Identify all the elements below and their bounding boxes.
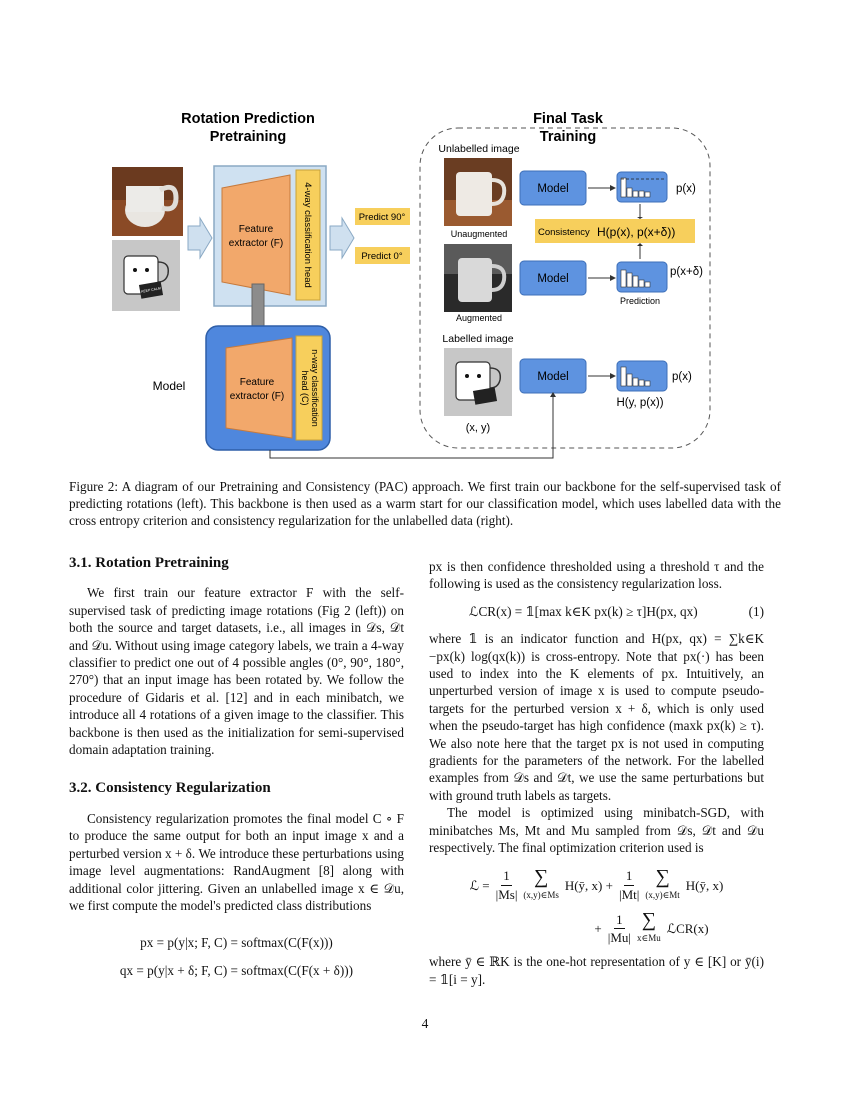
eq-final-sum-3: ∑ x∈Mu <box>637 910 661 947</box>
feature-extractor-bottom-line1: Feature <box>240 377 275 388</box>
px-label: p(x) <box>676 183 696 195</box>
final-training-container <box>419 127 711 449</box>
unaugmented-label: Unaugmented <box>451 229 508 239</box>
px-delta-label: p(x+δ) <box>670 266 703 278</box>
model-box-2-label: Model <box>537 273 568 285</box>
mug-sign-text: KEEP CALM <box>141 286 161 293</box>
px-labelled-label: p(x) <box>672 371 692 383</box>
unlabelled-image-label: Unlabelled image <box>438 143 519 155</box>
mug-cartoon-labelled <box>444 348 512 416</box>
eq-final-term-2: H(ȳ, x) <box>685 877 724 893</box>
labelled-image-label: Labelled image <box>442 333 513 345</box>
onehot-paragraph: where ȳ ∈ ℝK is the one-hot representati… <box>429 954 764 987</box>
consistency-formula: H(p(x), p(x+δ)) <box>597 225 675 239</box>
equation-qx: qx = p(y|x + δ; F, C) = softmax(C(F(x + … <box>119 962 354 978</box>
xy-label: (x, y) <box>466 422 490 434</box>
eq-final-frac-3-num: 1 <box>614 911 625 930</box>
eq-final-term-1: H(ȳ, x) + <box>564 877 613 893</box>
model-label: Model <box>153 379 186 393</box>
figure-caption: Figure 2: A diagram of our Pretraining a… <box>69 479 781 528</box>
right-column: px is then confidence thresholded using … <box>429 558 764 988</box>
feature-extractor-top <box>221 174 291 296</box>
feature-extractor-bottom-line2: extractor (F) <box>230 391 284 402</box>
indicator-paragraph: where 𝟙 is an indicator function and H(p… <box>429 631 764 803</box>
histogram-labelled <box>616 360 668 392</box>
eq-final-frac-2-den: |Mt| <box>618 886 640 902</box>
prediction-label: Prediction <box>620 296 660 306</box>
four-way-head-label: 4-way classification head <box>302 182 313 288</box>
equation-px: px = p(y|x; F, C) = softmax(C(F(x))) <box>140 935 333 951</box>
eq-final-sum-2-sub: (x,y)∈Mt <box>645 889 680 900</box>
eq-final-sum-1: ∑ (x,y)∈Ms <box>523 867 558 904</box>
consistency-label: Consistency <box>538 227 590 238</box>
threshold-paragraph: px is then confidence thresholded using … <box>429 559 764 592</box>
left-title-line2: Pretraining <box>210 129 287 145</box>
eq-final-frac-3: 1 |Mu| <box>608 911 631 947</box>
eq-final-frac-2: 1 |Mt| <box>619 867 639 903</box>
n-way-head-line1: n-way classification <box>310 349 320 427</box>
mug-photo-left <box>112 167 183 236</box>
consistency-box <box>535 219 695 243</box>
eq-final-frac-1-num: 1 <box>501 867 512 886</box>
eq-final-plus: + <box>594 920 602 936</box>
histogram-px <box>616 171 668 203</box>
right-title-line2: Training <box>540 129 596 145</box>
predict-0-label: Predict 0° <box>361 251 402 262</box>
predict-90-label: Predict 90° <box>359 212 406 223</box>
eq-final-sum-3-sub: x∈Mu <box>637 932 661 943</box>
augmented-label: Augmented <box>456 313 502 323</box>
feature-extractor-bottom <box>225 337 293 439</box>
eq-final-lhs: ℒ = <box>469 877 490 893</box>
model-box-1 <box>519 170 587 206</box>
model-box-1-label: Model <box>537 183 568 195</box>
eq-final-term-3: ℒCR(x) <box>666 920 709 936</box>
mug-cartoon-left: KEEP CALM <box>112 240 180 311</box>
equation-consistency-loss-body: ℒCR(x) = 𝟙[max k∈K px(k) ≥ τ]H(px, qx) <box>469 603 698 619</box>
feature-extractor-top-line2: extractor (F) <box>229 238 283 249</box>
eq-final-frac-3-den: |Mu| <box>607 930 632 946</box>
model-box-2 <box>519 260 587 296</box>
equation-final-criterion: ℒ = 1 |Ms| ∑ (x,y)∈Ms H(ȳ, x) + 1 |Mt| ∑… <box>429 867 764 948</box>
rotation-paragraph: We first train our feature extractor F w… <box>69 585 404 758</box>
model-box-3-label: Model <box>537 371 568 383</box>
right-title-line1: Final Task <box>533 111 604 127</box>
left-column: 3.1. Rotation Pretraining We first train… <box>69 555 404 989</box>
n-way-head-box <box>295 335 323 441</box>
mug-photo-augmented <box>444 244 512 312</box>
n-way-head-line2: head (C) <box>300 370 310 405</box>
page-number: 4 <box>421 1016 429 1031</box>
section-heading-rotation: 3.1. Rotation Pretraining <box>69 555 229 571</box>
mug-photo-unaugmented <box>444 158 512 226</box>
hy-px-label: H(y, p(x)) <box>616 397 663 409</box>
equation-consistency-loss: ℒCR(x) = 𝟙[max k∈K px(k) ≥ τ]H(px, qx) (… <box>429 603 764 620</box>
four-way-head-box <box>295 169 321 301</box>
feature-extractor-top-line1: Feature <box>239 224 274 235</box>
optimization-paragraph: The model is optimized using minibatch-S… <box>429 805 764 856</box>
eq-final-frac-2-num: 1 <box>623 867 635 886</box>
eq-final-frac-1-den: |Ms| <box>495 886 518 902</box>
figure-2-diagram: Rotation Prediction Pretraining KEEP CAL… <box>112 111 711 459</box>
left-title-line1: Rotation Prediction <box>181 111 315 127</box>
eq-final-sum-2: ∑ (x,y)∈Mt <box>645 867 679 904</box>
histogram-px-delta <box>616 261 668 293</box>
section-heading-consistency: 3.2. Consistency Regularization <box>69 780 271 797</box>
equation-number-1: (1) <box>748 603 764 619</box>
eq-final-frac-1: 1 |Ms| <box>496 867 518 903</box>
eq-final-sum-1-sub: (x,y)∈Ms <box>523 889 559 900</box>
consistency-paragraph: Consistency regularization promotes the … <box>69 810 404 913</box>
